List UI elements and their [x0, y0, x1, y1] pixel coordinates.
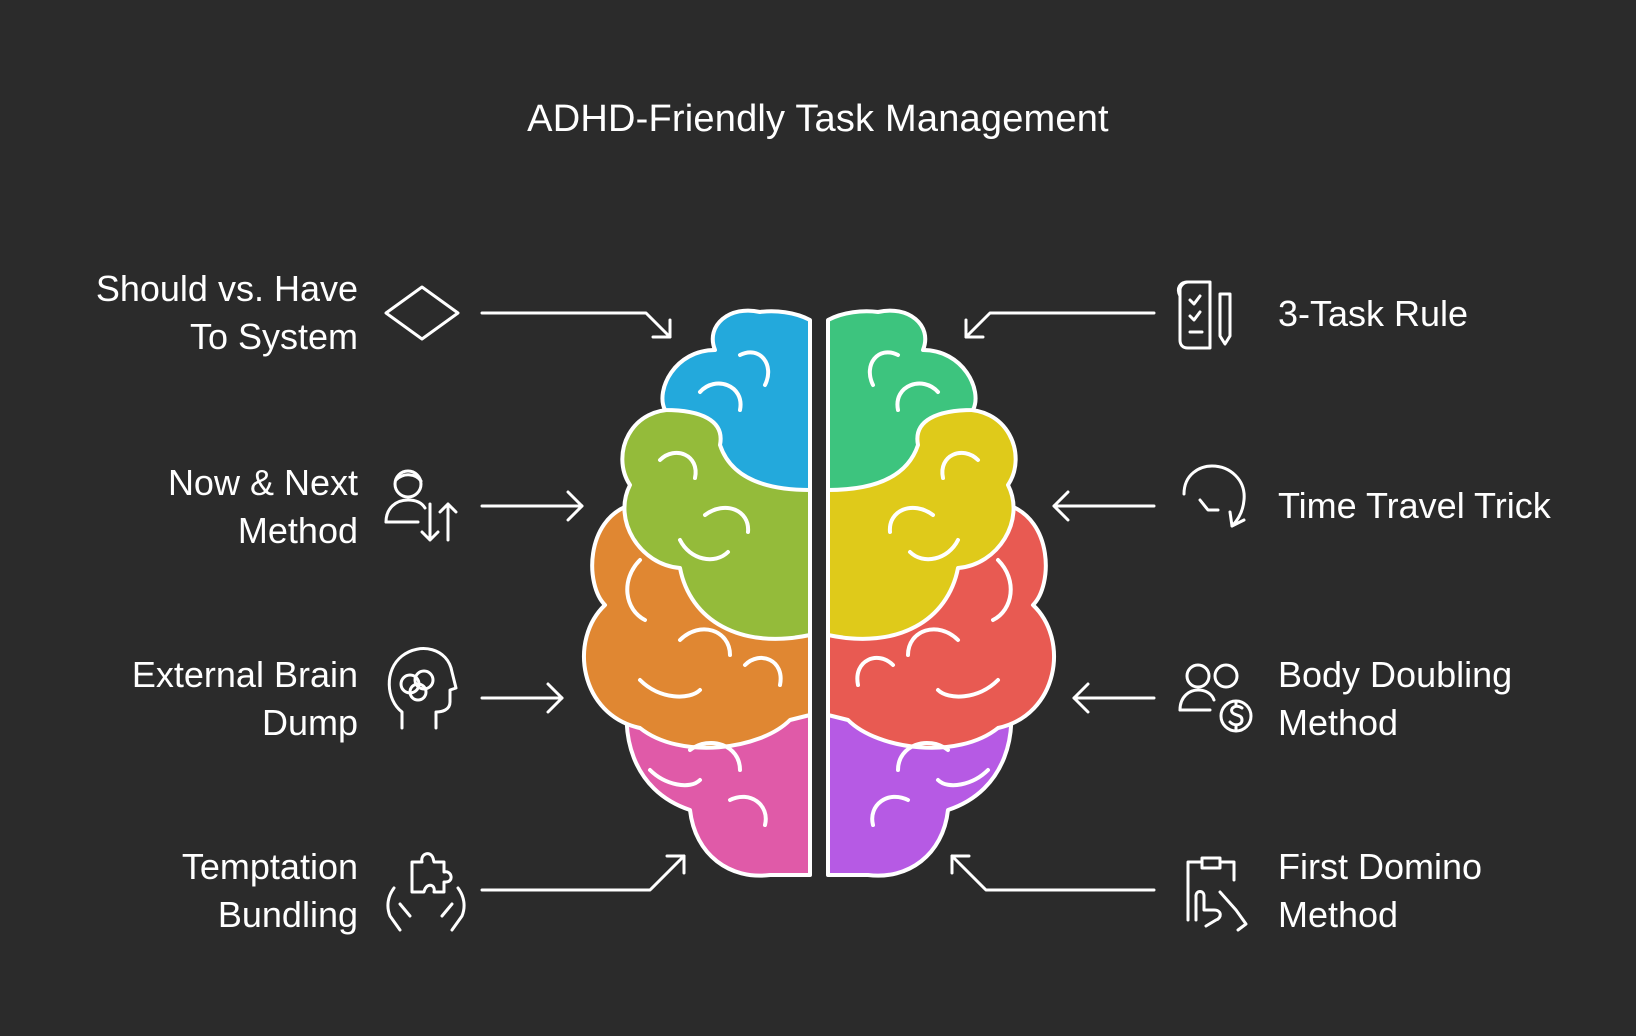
arrow-now-and-next: [480, 490, 584, 522]
diagram-title: ADHD-Friendly Task Management: [527, 98, 1109, 140]
label-time-travel-trick: Time Travel Trick: [1278, 485, 1551, 526]
arrow-time-travel-trick: [1052, 490, 1156, 522]
arrows-left: [480, 311, 686, 892]
checklist-pen-icon: [1176, 280, 1232, 350]
label-3-task-rule: 3-Task Rule: [1278, 293, 1469, 334]
head-brain-icon: [387, 647, 458, 730]
brain-right-hemisphere: [826, 308, 1056, 878]
hands-puzzle-icon: [386, 852, 466, 932]
brain-left-hemisphere: [582, 308, 812, 878]
arrows-right: [950, 311, 1156, 892]
arrow-temptation-bundling: [480, 854, 686, 892]
arrow-3-task-rule: [964, 311, 1156, 339]
diamond-icon: [384, 285, 460, 341]
arrow-should-vs-have-to: [480, 311, 672, 339]
arrow-first-domino: [950, 854, 1156, 892]
person-sort-arrows-icon: [384, 469, 458, 542]
people-coin-icon: [1178, 663, 1253, 733]
clipboard-hand-icon: [1186, 856, 1248, 932]
rotate-arrow-icon: [1182, 464, 1246, 528]
arrow-body-doubling: [1072, 682, 1156, 714]
arrow-external-brain-dump: [480, 682, 564, 714]
